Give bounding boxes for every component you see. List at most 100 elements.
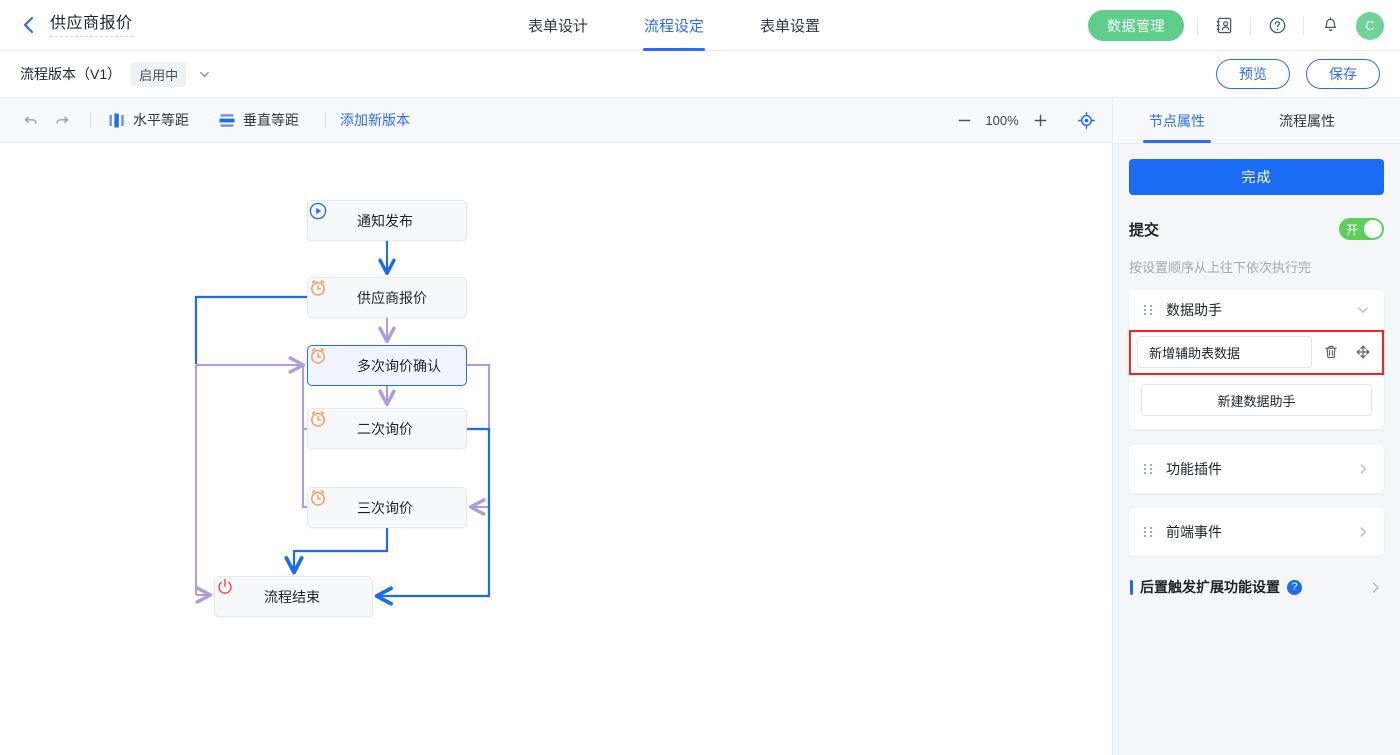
play-circle-icon xyxy=(321,210,343,232)
zoom-level: 100% xyxy=(980,113,1024,128)
trash-icon[interactable] xyxy=(1318,339,1344,365)
zoom-controls: 100% xyxy=(948,105,1102,135)
divider xyxy=(1303,17,1304,35)
main-nav-tabs: 表单设计 流程设定 表单设置 xyxy=(500,0,848,51)
divider xyxy=(90,112,91,128)
card-title: 前端事件 xyxy=(1166,522,1356,542)
data-management-button[interactable]: 数据管理 xyxy=(1088,10,1184,41)
canvas-toolbar: 水平等距 垂直等距 添加新版本 100% xyxy=(0,98,1112,143)
zoom-out-button[interactable] xyxy=(948,105,980,135)
flow-node-label: 三次询价 xyxy=(357,498,413,518)
avatar[interactable]: C xyxy=(1356,12,1384,40)
submit-label: 提交 xyxy=(1129,219,1159,240)
chevron-down-icon[interactable] xyxy=(1356,303,1370,317)
top-header: 供应商报价 表单设计 流程设定 表单设置 数据管理 xyxy=(0,0,1400,51)
minus-icon xyxy=(957,113,972,128)
alarm-clock-icon xyxy=(321,418,343,440)
submit-toggle[interactable]: 开 xyxy=(1339,218,1384,240)
version-bar: 流程版本（V1） 启用中 预览 保存 xyxy=(0,51,1400,98)
redo-arrow-icon[interactable] xyxy=(46,105,76,135)
zoom-in-button[interactable] xyxy=(1024,105,1056,135)
assistant-item-add-aux-table-data[interactable]: 新增辅助表数据 xyxy=(1137,336,1312,368)
header-actions: 数据管理 xyxy=(1088,0,1384,51)
help-circle-icon[interactable] xyxy=(1264,13,1290,39)
card-header-data-assistant[interactable]: 数据助手 xyxy=(1129,290,1384,330)
card-function-plugin: 功能插件 xyxy=(1129,445,1384,493)
tab-process-setting[interactable]: 流程设定 xyxy=(616,0,732,51)
undo-arrow-icon[interactable] xyxy=(16,105,46,135)
flow-node-label: 多次询价确认 xyxy=(357,356,441,376)
chevron-right-icon[interactable] xyxy=(1356,462,1370,476)
card-frontend-event: 前端事件 xyxy=(1129,508,1384,556)
new-data-assistant-button[interactable]: 新建数据助手 xyxy=(1141,384,1372,416)
chevron-right-icon[interactable] xyxy=(1368,580,1383,595)
horizontal-distribute-button[interactable]: 水平等距 xyxy=(105,110,193,130)
post-trigger-extension-section[interactable]: 后置触发扩展功能设置 ? xyxy=(1129,577,1384,597)
recenter-button[interactable] xyxy=(1070,105,1102,135)
question-mark-icon[interactable]: ? xyxy=(1287,580,1302,595)
submit-toggle-row: 提交 开 xyxy=(1129,218,1384,240)
chevron-left-icon xyxy=(22,16,35,34)
flow-node-notify-publish[interactable]: 通知发布 xyxy=(307,200,467,241)
horizontal-distribute-label: 水平等距 xyxy=(133,110,189,130)
version-label: 流程版本（V1） xyxy=(20,64,121,84)
properties-panel: 节点属性 流程属性 完成 提交 开 按设置顺序从上往下依次执行完 xyxy=(1112,98,1400,755)
vertical-distribute-icon xyxy=(219,113,235,128)
section-accent-bar xyxy=(1130,580,1133,595)
flow-node-third-inquiry[interactable]: 三次询价 xyxy=(307,487,467,528)
toggle-state-text: 开 xyxy=(1346,221,1358,238)
section-title: 后置触发扩展功能设置 xyxy=(1140,577,1280,597)
panel-body: 完成 提交 开 按设置顺序从上往下依次执行完 xyxy=(1113,144,1400,597)
drag-grip-icon[interactable] xyxy=(1143,303,1155,317)
flow-node-process-end[interactable]: 流程结束 xyxy=(214,576,373,617)
horizontal-distribute-icon xyxy=(109,113,125,128)
vertical-distribute-button[interactable]: 垂直等距 xyxy=(215,110,303,130)
divider xyxy=(325,112,326,128)
flow-node-label: 二次询价 xyxy=(357,419,413,439)
card-title: 数据助手 xyxy=(1166,300,1356,320)
tab-flow-properties[interactable]: 流程属性 xyxy=(1265,98,1349,143)
card-header-function-plugin[interactable]: 功能插件 xyxy=(1129,445,1384,493)
chevron-right-icon[interactable] xyxy=(1356,525,1370,539)
version-bar-actions: 预览 保存 xyxy=(1216,59,1380,89)
divider xyxy=(1250,17,1251,35)
version-dropdown-toggle[interactable] xyxy=(198,68,211,81)
tab-node-properties[interactable]: 节点属性 xyxy=(1135,98,1219,143)
card-title: 功能插件 xyxy=(1166,459,1356,479)
drag-grip-icon[interactable] xyxy=(1143,525,1155,539)
panel-tabs: 节点属性 流程属性 xyxy=(1113,98,1400,144)
tab-form-setting[interactable]: 表单设置 xyxy=(732,0,848,51)
contacts-icon[interactable] xyxy=(1211,13,1237,39)
move-arrows-icon[interactable] xyxy=(1350,339,1376,365)
alarm-clock-icon xyxy=(321,355,343,377)
card-data-assistant: 数据助手 新增辅助表数据 xyxy=(1129,290,1384,429)
flow-node-supplier-quote[interactable]: 供应商报价 xyxy=(307,277,467,318)
chevron-down-icon xyxy=(198,68,211,81)
alarm-clock-icon xyxy=(321,497,343,519)
save-button[interactable]: 保存 xyxy=(1306,59,1380,89)
flow-node-label: 供应商报价 xyxy=(357,288,427,308)
flow-connectors xyxy=(0,143,1112,755)
highlighted-assistant-row: 新增辅助表数据 xyxy=(1129,330,1384,375)
tab-form-design[interactable]: 表单设计 xyxy=(500,0,616,51)
back-button[interactable] xyxy=(18,15,38,35)
flow-canvas[interactable]: 通知发布 供应商报价 多次询 xyxy=(0,143,1112,755)
add-new-version-link[interactable]: 添加新版本 xyxy=(340,110,410,130)
drag-grip-icon[interactable] xyxy=(1143,462,1155,476)
vertical-distribute-label: 垂直等距 xyxy=(243,110,299,130)
flow-node-second-inquiry[interactable]: 二次询价 xyxy=(307,408,467,449)
flow-node-label: 通知发布 xyxy=(357,211,413,231)
page-title: 供应商报价 xyxy=(50,13,133,37)
finish-button[interactable]: 完成 xyxy=(1129,159,1384,195)
crosshair-target-icon xyxy=(1078,112,1095,129)
divider xyxy=(1197,17,1198,35)
bell-icon[interactable] xyxy=(1317,13,1343,39)
alarm-clock-icon xyxy=(321,287,343,309)
toggle-knob xyxy=(1364,220,1382,238)
flow-node-multi-inquiry-confirm[interactable]: 多次询价确认 xyxy=(307,345,467,386)
execution-order-hint: 按设置顺序从上往下依次执行完 xyxy=(1129,257,1384,276)
preview-button[interactable]: 预览 xyxy=(1216,59,1290,89)
plus-icon xyxy=(1033,113,1048,128)
card-header-frontend-event[interactable]: 前端事件 xyxy=(1129,508,1384,556)
